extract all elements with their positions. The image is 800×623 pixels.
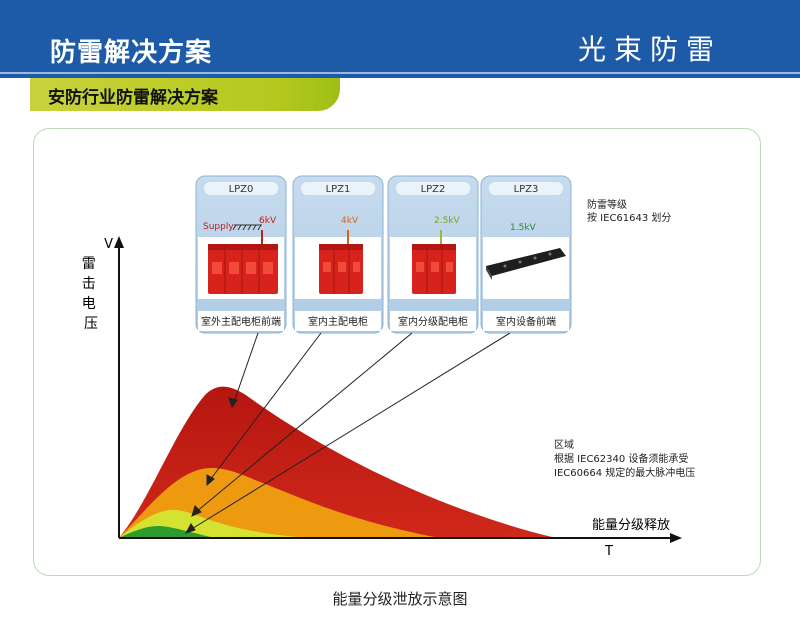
section-subtitle: 安防行业防雷解决方案 bbox=[48, 88, 218, 108]
x-axis-arrow bbox=[670, 533, 682, 543]
note-level-body: 按 IEC61643 划分 bbox=[587, 211, 671, 224]
voltage-label: 4kV bbox=[341, 216, 359, 226]
note-level-title: 防雷等级 bbox=[587, 198, 627, 211]
y-axis-arrow bbox=[114, 236, 124, 248]
lpz-label: LPZ0 bbox=[229, 184, 254, 195]
note-zone-line2: IEC60664 规定的最大脉冲电压 bbox=[554, 466, 695, 479]
pdu-device-lpz3 bbox=[486, 248, 566, 280]
diagram-frame bbox=[33, 128, 761, 576]
voltage-label: 1.5kV bbox=[510, 223, 537, 233]
spd-device-lpz0 bbox=[208, 244, 278, 294]
voltage-label: 2.5kV bbox=[434, 216, 461, 226]
lpz-location: 室外主配电柜前端 bbox=[201, 315, 281, 328]
brand-name: 光束防雷 bbox=[577, 33, 722, 66]
x-axis-letter: T bbox=[604, 544, 613, 559]
zone-green-curve bbox=[119, 526, 215, 538]
y-axis-letter: V bbox=[104, 237, 113, 252]
lpz-label: LPZ2 bbox=[421, 184, 446, 195]
spd-device-lpz1 bbox=[319, 244, 363, 294]
lpz-label: LPZ1 bbox=[326, 184, 351, 195]
spd-device-lpz2 bbox=[412, 244, 456, 294]
voltage-label: 6kV bbox=[259, 216, 277, 226]
lpz-panel-3: LPZ3 室内设备前端 bbox=[480, 175, 572, 334]
header-rule bbox=[0, 72, 800, 74]
ground-symbol bbox=[232, 224, 262, 231]
diagram-caption: 能量分级泄放示意图 bbox=[332, 590, 468, 608]
page-title: 防雷解决方案 bbox=[50, 38, 213, 68]
note-zone-title: 区域 bbox=[554, 438, 574, 451]
lpz-label: LPZ3 bbox=[514, 184, 539, 195]
y-axis-label: 雷 击 电 压 bbox=[82, 256, 100, 332]
lpz-location: 室内分级配电柜 bbox=[398, 315, 468, 328]
supply-label: Supply bbox=[203, 222, 234, 232]
lpz-location: 室内主配电柜 bbox=[308, 315, 368, 328]
note-zone-line1: 根据 IEC62340 设备须能承受 bbox=[554, 452, 688, 465]
header-bar bbox=[0, 0, 800, 78]
zone-pointers bbox=[184, 332, 511, 534]
x-axis-label: 能量分级释放 bbox=[592, 518, 670, 533]
subtitle-bar bbox=[30, 78, 340, 111]
lpz-location: 室内设备前端 bbox=[496, 315, 556, 328]
